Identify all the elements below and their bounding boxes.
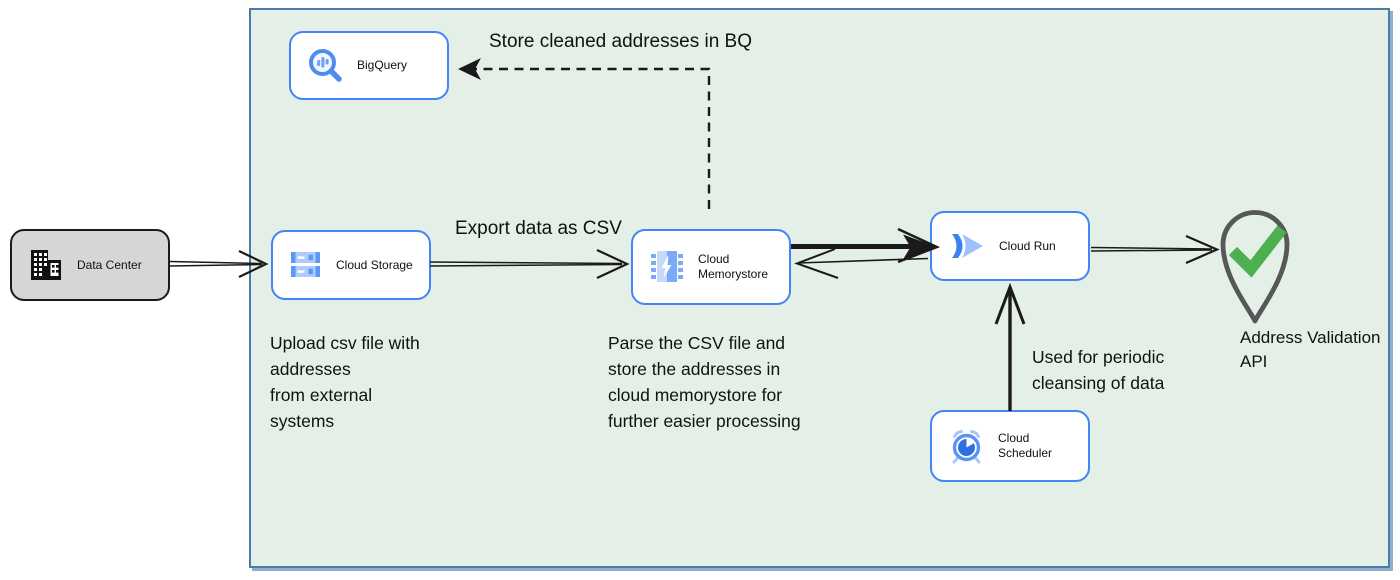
node-label: Cloud Memorystore: [698, 252, 769, 281]
annotation-parse: Parse the CSV file and store the address…: [608, 333, 801, 431]
node-cloud-memorystore[interactable]: Cloud Memorystore: [631, 229, 791, 305]
node-cloud-scheduler[interactable]: Cloud Scheduler: [930, 410, 1090, 482]
node-label: Cloud Run: [999, 238, 1056, 253]
node-label: Cloud Scheduler: [998, 431, 1053, 460]
node-cloud-run[interactable]: Cloud Run: [930, 211, 1090, 281]
node-label: Cloud Storage: [336, 257, 413, 272]
node-label: Data Center: [77, 257, 142, 272]
node-label: BigQuery: [357, 58, 408, 72]
annotation-periodic: Used for periodic cleansing of data: [1032, 347, 1165, 393]
node-data-center[interactable]: Data Center: [10, 229, 170, 301]
storage-buckets-icon: [289, 250, 323, 280]
node-cloud-storage[interactable]: Cloud Storage: [271, 230, 431, 300]
scheduler-clock-icon: [948, 428, 985, 465]
annotation-upload: Upload csv file with addresses from exte…: [270, 333, 420, 431]
memorystore-chip-icon: [649, 248, 685, 286]
node-bigquery[interactable]: BigQuery: [289, 31, 449, 100]
annotation-export-csv: Export data as CSV: [455, 218, 622, 239]
bigquery-magnifier-icon: [307, 47, 344, 84]
annotation-store-bq: Store cleaned addresses in BQ: [489, 31, 752, 52]
gcp-boundary-container: [249, 8, 1390, 568]
endpoint-label: Address Validation API: [1240, 328, 1381, 371]
building-icon: [28, 248, 64, 282]
cloud-run-icon: [948, 230, 986, 262]
